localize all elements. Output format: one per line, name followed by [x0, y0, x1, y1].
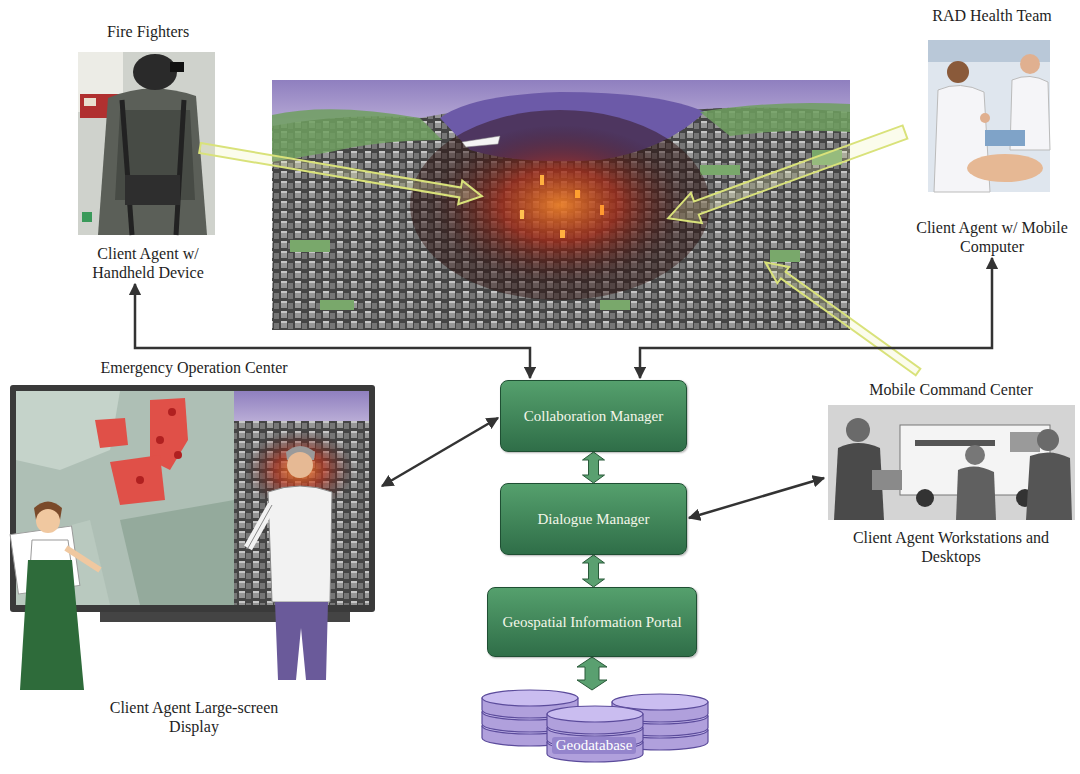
connector-arrow — [640, 258, 992, 378]
node-caption: Client Agent w/ Handheld Device — [73, 244, 223, 282]
node-heading: RAD Health Team — [932, 6, 1051, 25]
node-caption: Client Agent w/ Mobile Computer — [912, 218, 1072, 256]
scene-pointer-arrows — [198, 117, 924, 380]
node-heading: Mobile Command Center — [869, 380, 1033, 399]
client-agent: Emergency Operation CenterClient Agent L… — [8, 358, 380, 736]
box-label: Geospatial Information Portal — [502, 613, 681, 632]
node-heading: Emergency Operation Center — [100, 358, 287, 377]
client-agent: Mobile Command CenterClient Agent Workst… — [826, 380, 1076, 566]
rad-team-photo — [928, 40, 1050, 192]
manager-box: Geospatial Information Portal — [487, 587, 697, 657]
box-label: Dialogue Manager — [537, 510, 649, 529]
manager-box: Dialogue Manager — [500, 483, 687, 555]
manager-box: Collaboration Manager — [500, 380, 687, 452]
database-cylinders — [482, 690, 708, 762]
connector-arrow — [689, 478, 824, 518]
box-label: Geodatabase — [552, 737, 637, 754]
client-agent: Fire FightersClient Agent w/ Handheld De… — [68, 22, 228, 282]
city-illustration — [272, 80, 850, 330]
client-agent: RAD Health TeamClient Agent w/ Mobile Co… — [912, 6, 1072, 256]
presenter-figures — [10, 446, 332, 690]
firefighter-photo — [78, 52, 215, 235]
node-heading: Fire Fighters — [107, 22, 189, 41]
block-arrow — [583, 555, 605, 587]
mobile-command-photo — [828, 405, 1075, 520]
connector-arrow — [382, 418, 498, 486]
block-arrow — [577, 657, 607, 690]
node-caption: Client Agent Workstations and Desktops — [836, 528, 1066, 566]
node-caption: Client Agent Large-screen Display — [109, 698, 279, 736]
box-label: Collaboration Manager — [524, 407, 664, 426]
block-arrow — [583, 452, 605, 483]
geodatabase-node: Geodatabase — [480, 690, 708, 768]
